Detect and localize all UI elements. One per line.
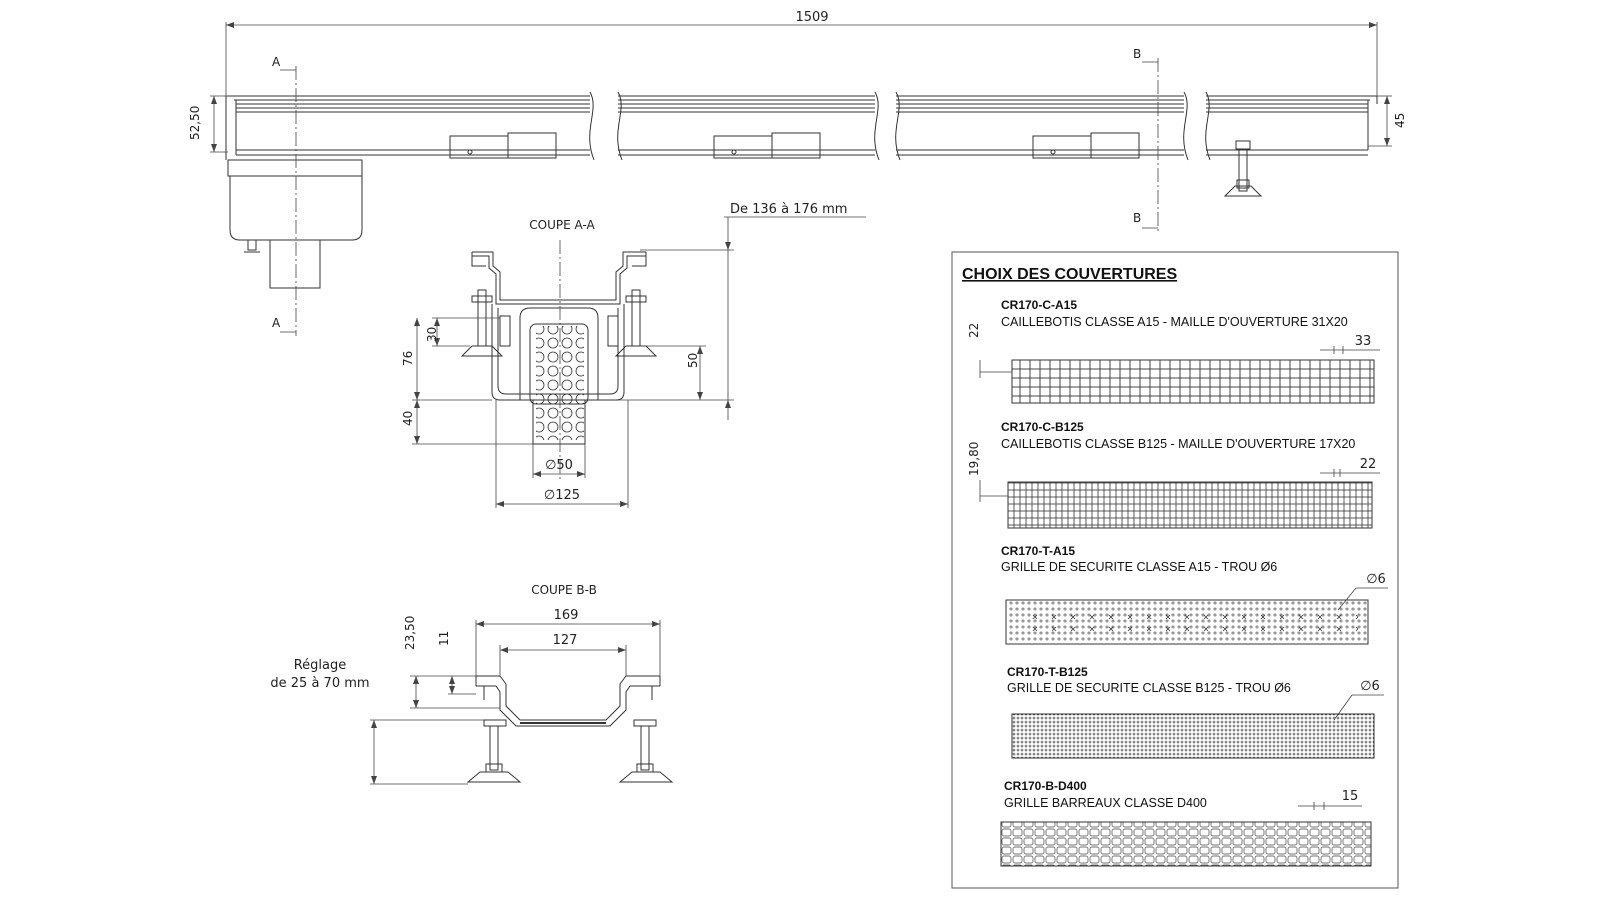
dim-height-left-label: 52,50 <box>188 106 202 140</box>
drain-outlet <box>227 159 363 289</box>
dim-50-label: 50 <box>686 353 700 368</box>
cover-5-code: CR170-B-D400 <box>1004 779 1087 793</box>
feet-bb <box>466 719 674 783</box>
cover-1-code: CR170-C-A15 <box>1001 298 1077 312</box>
cover-3-desc: GRILLE DE SECURITE CLASSE A15 - TROU Ø6 <box>1001 560 1277 574</box>
cover-4-dim: ∅6 <box>1360 679 1380 694</box>
cover-4-desc: GRILLE DE SECURITE CLASSE B125 - TROU Ø6 <box>1007 681 1291 695</box>
dim-127-label: 127 <box>553 633 578 648</box>
cover-4-grating <box>1011 713 1375 759</box>
cover-3-dim: ∅6 <box>1366 572 1386 587</box>
section-b-top-label: B <box>1133 47 1141 61</box>
cover-2-side-dim: 19,80 <box>967 442 981 476</box>
cover-2-grating <box>1007 481 1373 529</box>
section-a-top-label: A <box>272 55 281 69</box>
covers-panel: CHOIX DES COUVERTURES CR170-C-A15 CAILLE… <box>951 251 1399 889</box>
cover-2-code: CR170-C-B125 <box>1001 420 1084 434</box>
channel-elevation-view: 1509 <box>188 10 1407 336</box>
dim-40-label: 40 <box>401 411 415 426</box>
covers-heading: CHOIX DES COUVERTURES <box>962 266 1177 283</box>
cover-1-side-dim: 22 <box>967 323 981 338</box>
dim-30-label: 30 <box>425 327 439 342</box>
cover-5-grating <box>1000 821 1372 867</box>
channel-body <box>225 91 1378 161</box>
channel-cross-section-bb <box>475 675 661 727</box>
section-a-arrows <box>280 69 296 333</box>
dim-169-label: 169 <box>554 608 579 623</box>
section-a-bottom-label: A <box>272 316 281 330</box>
cover-2-dim: 22 <box>1360 457 1377 472</box>
cover-1-dim: 33 <box>1355 334 1372 349</box>
cover-3-cross-pattern <box>1018 608 1358 636</box>
cover-5-dim: 15 <box>1342 789 1359 804</box>
section-aa-view: COUPE A-A De 136 à 176 mm <box>401 202 866 508</box>
channel-cross-section <box>471 251 647 445</box>
cover-1-desc: CAILLEBOTIS CLASSE A15 - MAILLE D'OUVERT… <box>1001 315 1348 329</box>
section-b-bottom-label: B <box>1133 211 1141 225</box>
dim-76-label: 76 <box>401 351 415 366</box>
section-b-arrows <box>1142 61 1158 229</box>
cover-1-grating <box>1011 359 1375 404</box>
channel-brackets <box>449 132 1140 159</box>
section-aa-title: COUPE A-A <box>529 218 595 232</box>
covers-frame <box>951 251 1399 889</box>
dim-d50-label: ∅50 <box>545 458 573 473</box>
cover-4-code: CR170-T-B125 <box>1007 665 1088 679</box>
section-bb-title: COUPE B-B <box>531 583 597 597</box>
dim-d125-label: ∅125 <box>544 488 580 503</box>
reglage-label-line2: de 25 à 70 mm <box>270 676 369 691</box>
cover-2-desc: CAILLEBOTIS CLASSE B125 - MAILLE D'OUVER… <box>1001 437 1355 451</box>
dim-height-right-label: 45 <box>1393 113 1407 128</box>
dim-11-label: 11 <box>437 631 451 646</box>
section-bb-view: COUPE B-B 169 127 <box>270 583 674 785</box>
cover-5-desc: GRILLE BARREAUX CLASSE D400 <box>1004 796 1207 810</box>
reglage-label-line1: Réglage <box>294 658 347 673</box>
adjustable-foot-right <box>1223 140 1263 197</box>
cover-3-code: CR170-T-A15 <box>1001 544 1075 558</box>
dim-length-label: 1509 <box>795 10 828 25</box>
range-label: De 136 à 176 mm <box>730 202 847 217</box>
dim-2350-label: 23,50 <box>403 616 417 650</box>
